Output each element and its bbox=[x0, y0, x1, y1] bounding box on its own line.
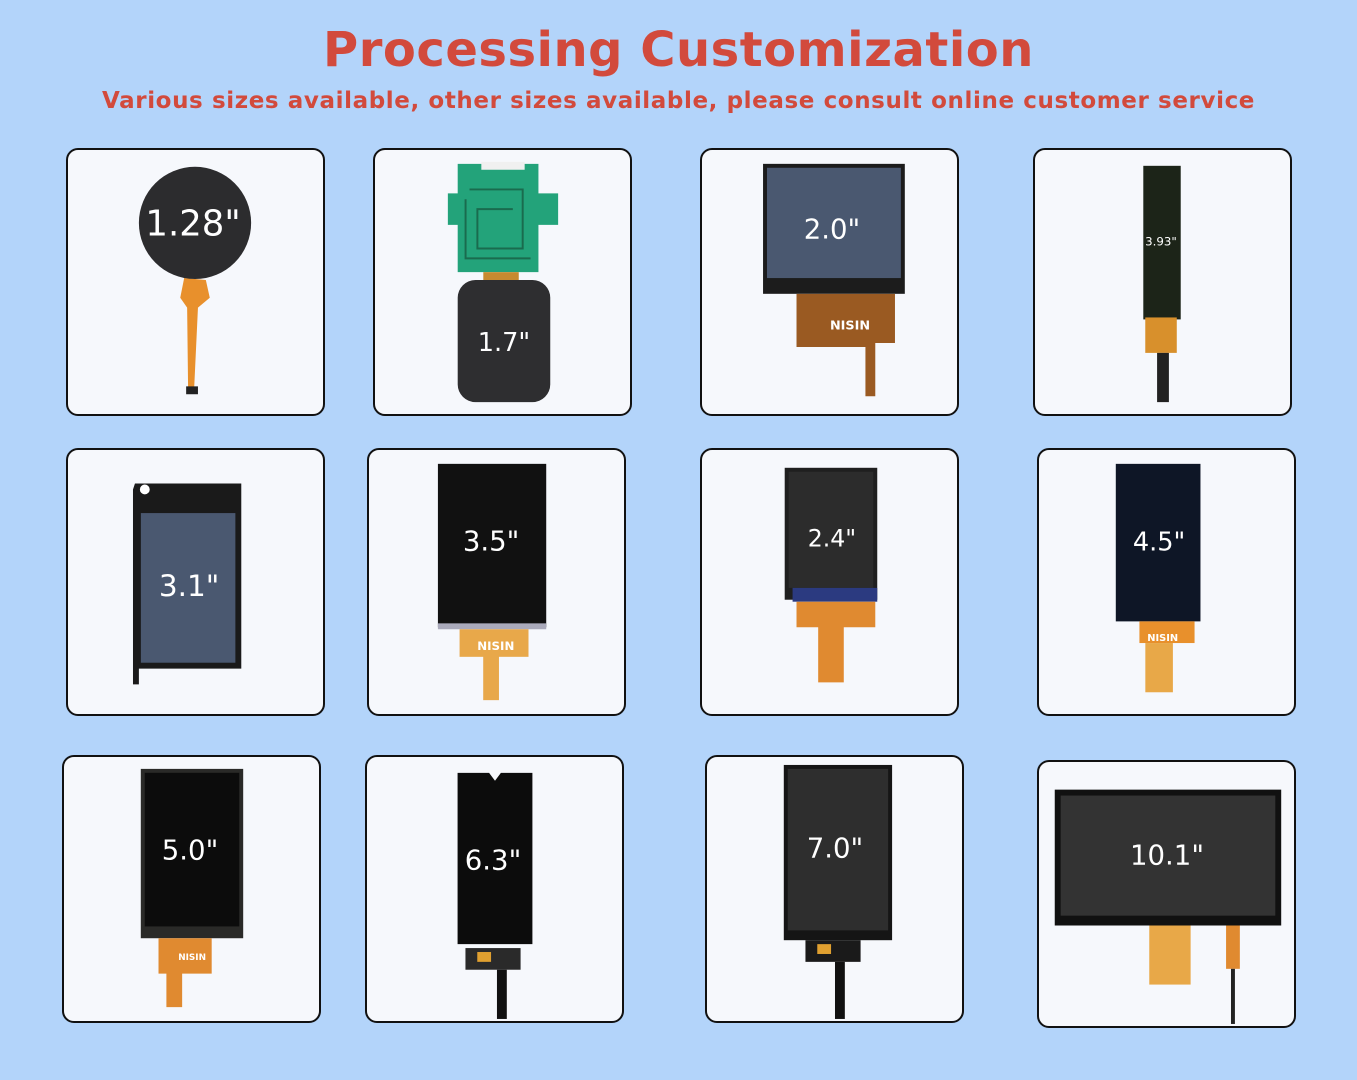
product-card-1-28[interactable]: 1.28" bbox=[66, 148, 325, 416]
size-label: 6.3" bbox=[465, 844, 521, 876]
size-label: 4.5" bbox=[1133, 527, 1185, 557]
portrait-display-image: 7.0" bbox=[783, 764, 893, 1019]
size-label: 1.28" bbox=[145, 204, 240, 245]
portrait-display-image: 2.4" bbox=[784, 467, 878, 683]
product-card-7-0[interactable]: 7.0" bbox=[705, 755, 964, 1023]
size-label: 2.0" bbox=[804, 214, 860, 246]
product-card-3-5[interactable]: NISIN 3.5" bbox=[367, 448, 626, 716]
brand-label: NISIN bbox=[178, 953, 206, 963]
rounded-square-display-image: 1.7" bbox=[447, 161, 559, 403]
size-label: 2.4" bbox=[808, 525, 856, 553]
product-card-1-7[interactable]: 1.7" bbox=[373, 148, 632, 416]
product-card-3-93[interactable]: 3.93" bbox=[1033, 148, 1292, 416]
product-card-2-0[interactable]: NISIN 2.0" bbox=[700, 148, 959, 416]
page-title: Processing Customization bbox=[323, 22, 1034, 78]
size-label: 7.0" bbox=[807, 832, 863, 864]
size-label: 1.7" bbox=[478, 328, 530, 358]
brand-label: NISIN bbox=[477, 639, 514, 653]
square-display-image: NISIN 2.0" bbox=[763, 163, 905, 397]
size-label: 3.93" bbox=[1145, 235, 1177, 249]
brand-label: NISIN bbox=[1147, 633, 1178, 644]
product-card-2-4[interactable]: 2.4" bbox=[700, 448, 959, 716]
size-label: 3.1" bbox=[159, 569, 220, 603]
size-label: 10.1" bbox=[1130, 839, 1204, 871]
product-card-10-1[interactable]: 10.1" bbox=[1037, 760, 1296, 1028]
portrait-display-image: NISIN 4.5" bbox=[1115, 463, 1201, 693]
framed-display-image: 3.1" bbox=[132, 483, 242, 685]
portrait-display-image: NISIN 5.0" bbox=[140, 768, 244, 1008]
product-card-3-1[interactable]: 3.1" bbox=[66, 448, 325, 716]
round-display-image: 1.28" bbox=[138, 166, 252, 395]
product-card-5-0[interactable]: NISIN 5.0" bbox=[62, 755, 321, 1023]
landscape-display-image: 10.1" bbox=[1054, 789, 1282, 1024]
brand-label: NISIN bbox=[830, 318, 870, 333]
product-card-6-3[interactable]: 6.3" bbox=[365, 755, 624, 1023]
page-subtitle: Various sizes available, other sizes ava… bbox=[101, 88, 1256, 114]
notch-display-image: 6.3" bbox=[457, 772, 533, 1019]
bar-display-image: 3.93" bbox=[1143, 165, 1181, 403]
product-card-4-5[interactable]: NISIN 4.5" bbox=[1037, 448, 1296, 716]
size-label: 3.5" bbox=[463, 525, 519, 557]
portrait-display-image: NISIN 3.5" bbox=[437, 463, 547, 701]
size-label: 5.0" bbox=[162, 834, 218, 866]
